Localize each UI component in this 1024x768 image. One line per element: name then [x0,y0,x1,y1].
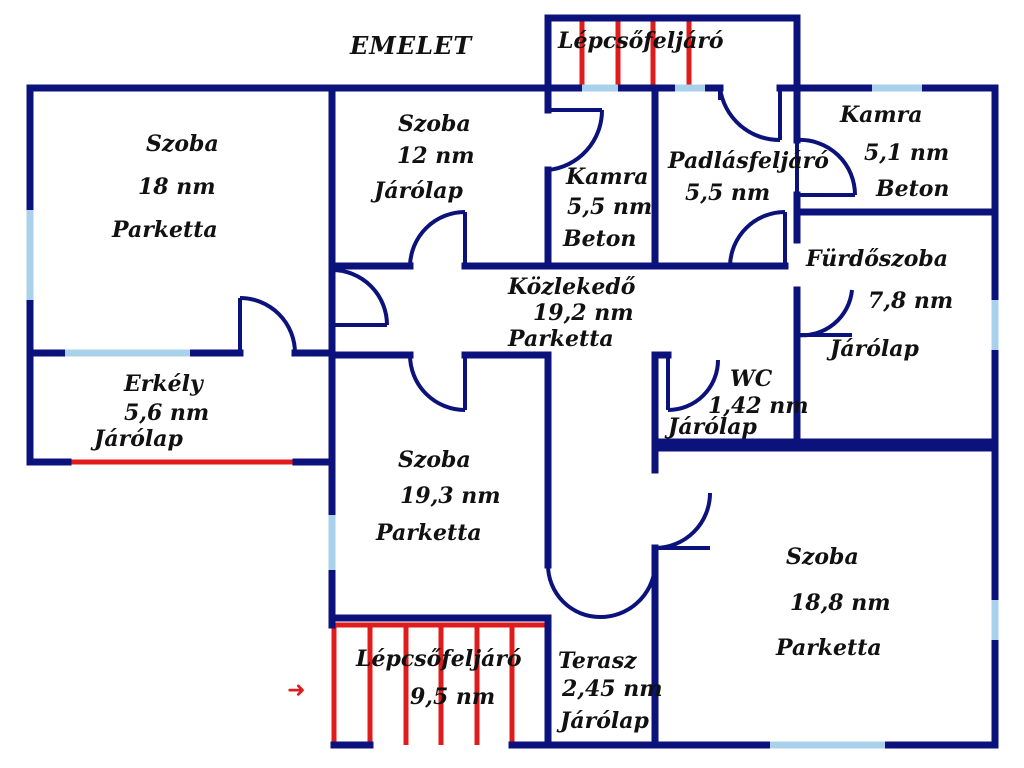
room-18-floor: Parketta [112,217,218,243]
stairs-bottom-area: 9,5 nm [410,684,496,710]
entry-arrow-icon: ➜ [287,678,306,703]
room-12-area: 12 nm [397,143,475,169]
room-12-name: Szoba [398,111,471,137]
pantry-51-area: 5,1 nm [864,140,950,166]
room-12-floor: Járólap [374,178,463,204]
wc-name: WC [730,366,773,392]
room-188-floor: Parketta [776,635,882,661]
pantry-51-name: Kamra [840,102,923,128]
room-18-area: 18 nm [138,174,216,200]
bathroom-area: 7,8 nm [868,288,954,314]
bathroom-name: Fürdőszoba [806,246,949,272]
terrace-area: 2,45 nm [562,676,663,702]
bathroom-floor: Járólap [830,336,919,362]
pantry-55-floor: Beton [563,226,637,252]
windows [26,84,999,749]
corridor-name: Közlekedő [508,274,636,300]
room-193-area: 19,3 nm [400,483,501,509]
wc-area: 1,42 nm [708,393,809,419]
doors [238,87,858,620]
pantry-55-area: 5,5 nm [567,194,653,220]
wc-floor: Járólap [668,414,757,440]
room-193-floor: Parketta [376,520,482,546]
terrace-floor: Járólap [560,708,649,734]
stairs-top-label: Lépcsőfeljáró [558,28,724,54]
pantry-55-name: Kamra [566,164,649,190]
corridor-floor: Parketta [508,326,614,352]
floor-title: EMELET [350,31,473,60]
stairs-bottom-name: Lépcsőfeljáró [356,646,522,672]
balcony-floor: Járólap [94,426,183,452]
room-18-name: Szoba [146,131,219,157]
attic-stairs-name: Padlásfeljáró [668,148,829,174]
pantry-51-floor: Beton [876,176,950,202]
terrace-name: Terasz [558,648,637,674]
corridor-area: 19,2 nm [533,300,634,326]
balcony-area: 5,6 nm [124,400,210,426]
room-188-name: Szoba [786,544,859,570]
balcony-name: Erkély [124,371,203,397]
room-188-area: 18,8 nm [790,590,891,616]
room-193-name: Szoba [398,447,471,473]
attic-stairs-area: 5,5 nm [685,180,771,206]
